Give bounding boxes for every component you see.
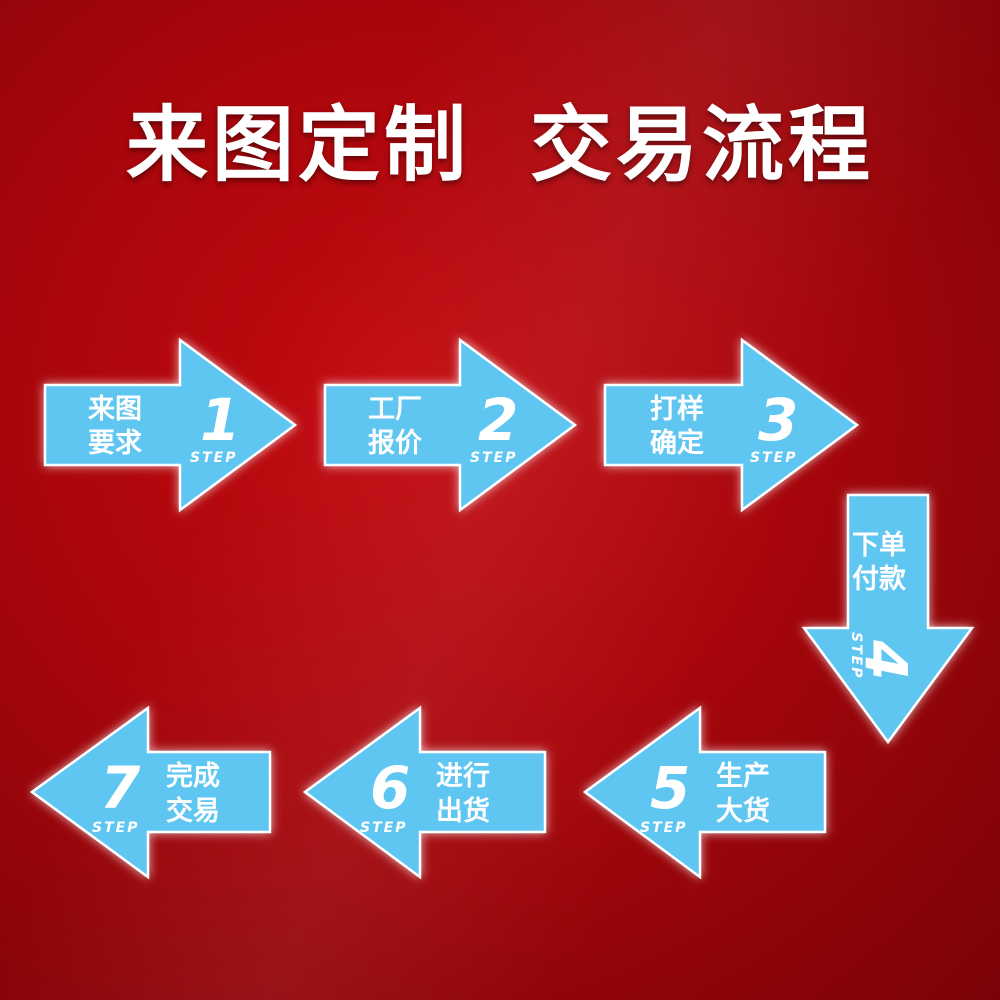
step-4-number: 4 xyxy=(852,639,920,680)
step-1-arrow[interactable]: 来图 要求 1 STEP xyxy=(43,337,298,513)
step-6-arrow[interactable]: 6 STEP 进行 出货 xyxy=(302,705,547,880)
step-3-number: 3 xyxy=(758,386,798,454)
step-4-label-line2: 付款 xyxy=(852,564,907,595)
step-6-label-line1: 进行 xyxy=(436,760,490,792)
step-4-arrow[interactable]: 下单 付款 4 STEP xyxy=(801,493,975,745)
step-7-label-line1: 完成 xyxy=(166,760,220,792)
step-3-label-line1: 打样 xyxy=(650,393,704,425)
step-7-number: 7 xyxy=(100,754,141,822)
step-6-number: 6 xyxy=(370,754,410,822)
step-7-arrow[interactable]: 7 STEP 完成 交易 xyxy=(29,705,272,880)
step-2-label-line2: 报价 xyxy=(368,428,423,459)
step-1-label-line2: 要求 xyxy=(88,428,142,459)
step-4-step-word: STEP xyxy=(848,632,864,679)
step-3-label-line2: 确定 xyxy=(650,427,704,459)
title-part-2: 交易流程 xyxy=(530,98,875,193)
step-3-arrow[interactable]: 打样 确定 3 STEP xyxy=(603,337,860,513)
step-6-step-word: STEP xyxy=(360,820,407,836)
step-4-label-line1: 下单 xyxy=(852,530,906,561)
page-title: 来图定制交易流程 xyxy=(0,78,1000,197)
step-5-label-line2: 大货 xyxy=(716,795,770,827)
step-2-step-word: STEP xyxy=(470,450,517,466)
title-part-1: 来图定制 xyxy=(125,98,470,193)
step-7-step-word: STEP xyxy=(92,820,139,836)
step-6-label-line2: 出货 xyxy=(436,795,490,827)
step-5-arrow[interactable]: 5 STEP 生产 大货 xyxy=(582,705,827,880)
step-2-label-line1: 工厂 xyxy=(368,394,422,425)
step-5-number: 5 xyxy=(650,754,690,822)
step-1-step-word: STEP xyxy=(190,450,237,466)
step-3-step-word: STEP xyxy=(750,450,797,466)
step-5-step-word: STEP xyxy=(640,820,687,836)
step-1-number: 1 xyxy=(200,386,240,454)
step-5-label-line1: 生产 xyxy=(716,761,770,792)
step-1-label-line1: 来图 xyxy=(88,394,142,425)
step-2-number: 2 xyxy=(478,386,518,454)
step-2-arrow[interactable]: 工厂 报价 2 STEP xyxy=(323,337,578,513)
step-7-label-line2: 交易 xyxy=(166,795,220,827)
